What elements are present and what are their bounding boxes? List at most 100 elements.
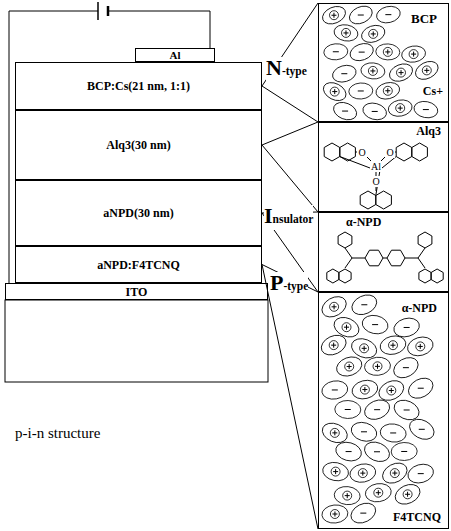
molecule-ellipse — [364, 356, 392, 377]
molecule-ellipse — [320, 79, 349, 104]
molecule-ellipse — [348, 462, 377, 485]
molecule-ellipse — [321, 504, 349, 525]
benzene-ring — [338, 232, 352, 248]
cation-symbol — [330, 428, 339, 437]
panel-label: BCP — [410, 12, 438, 26]
molecule-ellipse — [318, 293, 350, 322]
zoom-leader — [262, 265, 318, 530]
atom-label: O — [357, 147, 366, 158]
minus-sign — [404, 409, 410, 410]
npd-molecule — [327, 232, 443, 283]
bond-line — [383, 258, 387, 259]
alq3-molecule — [324, 143, 427, 209]
cation-symbol — [329, 341, 338, 350]
molecule-ellipse — [387, 61, 415, 85]
plus-sign — [372, 68, 373, 73]
plus-sign — [364, 346, 365, 351]
bond-line — [345, 248, 352, 258]
plus-sign — [333, 343, 334, 348]
minus-sign — [361, 304, 367, 305]
molecule-ellipse — [379, 459, 410, 487]
bond-line — [418, 258, 425, 268]
substrate — [5, 300, 268, 382]
plus-sign — [349, 364, 350, 369]
plus-sign — [346, 325, 347, 330]
minus-sign — [418, 388, 424, 389]
zoom-line — [262, 122, 318, 145]
cation-symbol — [330, 302, 339, 311]
cation-symbol — [403, 490, 412, 499]
molecule-ellipse — [318, 331, 349, 358]
zoom-panel: Alq3 — [318, 122, 449, 212]
minus-sign — [385, 14, 391, 15]
plus-sign — [400, 106, 401, 111]
benzene-ring — [365, 250, 383, 266]
atom-label: Al — [370, 161, 382, 172]
minus-sign — [358, 90, 364, 91]
molecule-ellipse — [390, 354, 421, 382]
npd-f4tcnq-mixture — [318, 291, 437, 527]
molecule-ellipse — [323, 43, 348, 61]
cathode-layer: Al — [135, 48, 215, 62]
plus-sign — [373, 31, 374, 36]
molecule-ellipse — [320, 379, 349, 401]
molecule-ellipse — [405, 334, 435, 358]
plus-sign — [364, 387, 365, 392]
zoom-leader — [262, 3, 318, 122]
layer-label: Al — [170, 49, 181, 61]
cation-symbol — [387, 386, 396, 395]
cation-symbol — [373, 362, 382, 371]
molecule-ellipse — [374, 80, 401, 101]
molecule-ellipse — [334, 440, 364, 464]
molecule-ellipse — [379, 422, 407, 443]
cation-symbol — [396, 104, 405, 113]
plus-sign — [362, 471, 363, 476]
benzene-ring — [339, 269, 351, 283]
plus-sign — [391, 388, 392, 393]
plus-sign — [401, 70, 402, 75]
cation-symbol — [397, 68, 406, 77]
layer-type-label: P-type — [270, 272, 308, 297]
molecule-ellipse — [413, 99, 440, 119]
minus-sign — [401, 451, 407, 452]
molecule-ellipse — [347, 3, 376, 28]
minus-sign — [372, 111, 378, 112]
molecule-ellipse — [359, 22, 387, 45]
layer-label: aNPD(30 nm) — [103, 206, 173, 220]
minus-sign — [332, 389, 338, 390]
cation-symbol — [389, 341, 398, 350]
layer-label: BCP:Cs(21 nm, 1:1) — [87, 79, 190, 93]
molecule-ellipse — [350, 378, 380, 402]
bond-line — [382, 157, 396, 169]
molecule-ellipse — [349, 291, 380, 318]
cation-symbol — [422, 66, 431, 75]
layer-label: ITO — [126, 285, 148, 299]
cation-symbol — [342, 323, 351, 332]
plus-sign — [394, 471, 395, 476]
layer-type-label: Insulator — [264, 205, 313, 230]
molecule-ellipse — [348, 82, 373, 100]
panel-label: Cs+ — [422, 84, 444, 98]
molecule-ellipse — [348, 499, 379, 527]
minus-sign — [404, 327, 410, 328]
anode-layer: ITO — [5, 283, 268, 300]
molecule-ellipse — [333, 23, 359, 43]
cation-symbol — [331, 467, 340, 476]
molecule-ellipse — [331, 63, 358, 85]
plus-sign — [334, 89, 335, 94]
bond-line — [405, 258, 418, 259]
layer-label: Alq3(30 nm) — [106, 138, 170, 152]
n-type-layer: BCP:Cs(21 nm, 1:1) — [15, 62, 262, 110]
minus-sign — [345, 409, 351, 410]
molecule-ellipse — [406, 461, 436, 485]
plus-sign — [334, 512, 335, 517]
plus-sign — [387, 88, 388, 93]
cation-symbol — [330, 87, 339, 96]
battery-wire — [9, 11, 210, 283]
molecule-ellipse — [362, 396, 393, 423]
molecule-ellipse — [391, 442, 418, 461]
molecule-ellipse — [334, 400, 361, 419]
minus-sign — [423, 109, 429, 110]
plus-sign — [387, 49, 388, 54]
benzene-ring — [418, 232, 432, 248]
